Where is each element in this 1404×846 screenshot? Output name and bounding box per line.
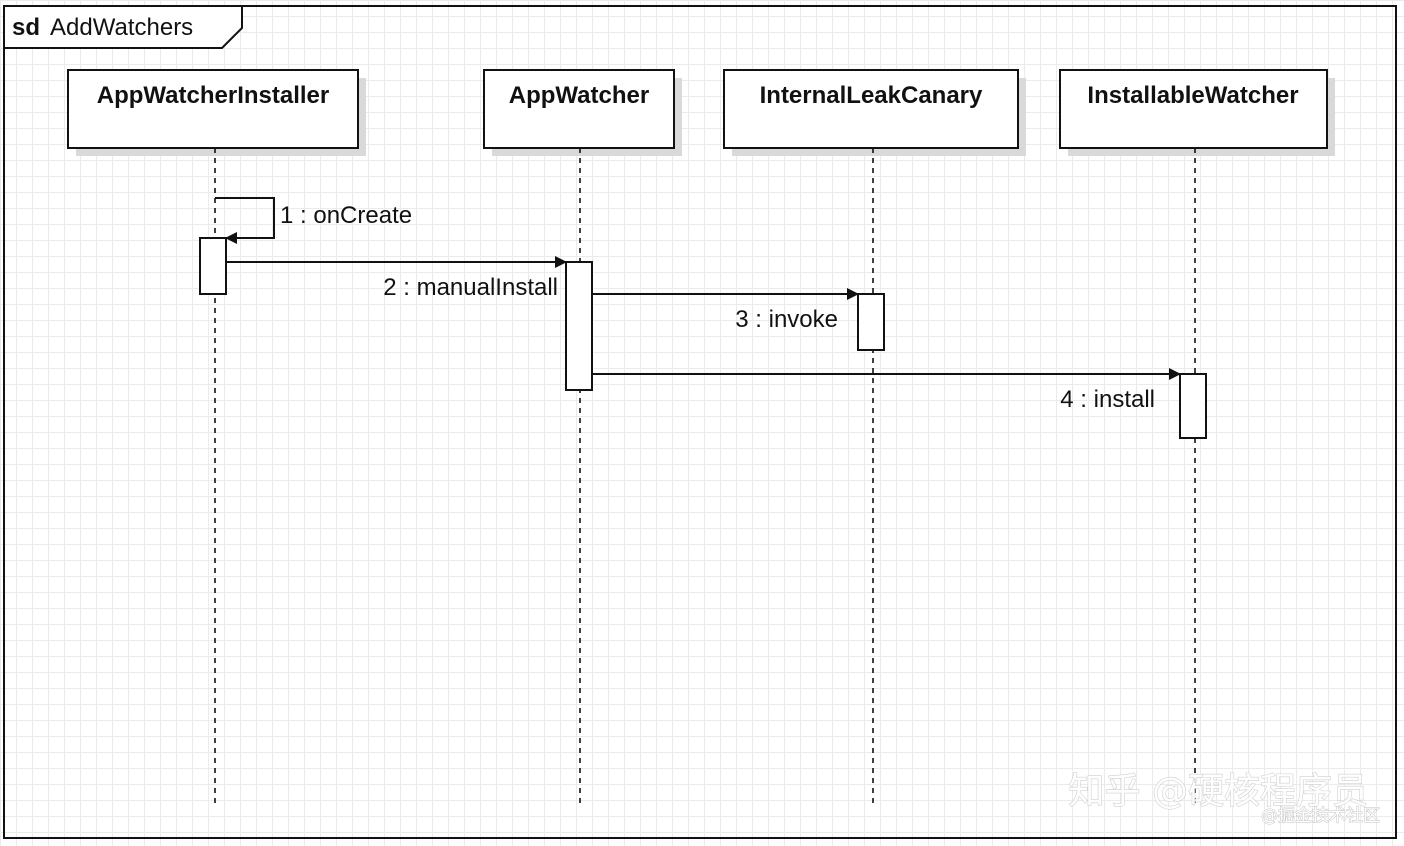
message-label: 3 : invoke [735,306,838,333]
participant-internalleakcanary[interactable]: InternalLeakCanary [723,69,1026,805]
watermark-main: 知乎 @硬核程序员 [1069,771,1368,812]
frame-title-tab [3,5,243,49]
message-4-install[interactable]: 4 : install [592,368,1181,413]
message-label: 4 : install [1060,386,1155,413]
participant-box [67,69,359,149]
participant-box [723,69,1019,149]
participant-installablewatcher[interactable]: InstallableWatcher [1059,69,1335,805]
frame-border [3,5,1397,839]
participant-appwatcherinstaller[interactable]: AppWatcherInstaller [67,69,366,805]
participant-label: InstallableWatcher [1087,82,1298,109]
activation-bar-internalleakcanary [857,293,885,351]
frame-title: sd AddWatchers [12,14,193,41]
participant-box [1059,69,1328,149]
message-1-oncreate[interactable]: 1 : onCreate [215,197,412,244]
frame-keyword: sd [12,14,40,41]
message-label: 1 : onCreate [280,202,412,229]
watermark-sub: @掘金技术社区 [1261,806,1380,826]
activation-bar-installablewatcher [1179,373,1207,439]
participant-appwatcher[interactable]: AppWatcher [483,69,682,805]
activation-bar-appwatcher [565,261,593,391]
message-arrow [215,197,275,244]
message-label: 2 : manualInstall [383,274,558,301]
message-3-invoke[interactable]: 3 : invoke [592,288,859,333]
message-2-manualinstall[interactable]: 2 : manualInstall [226,256,567,301]
participant-label: AppWatcherInstaller [97,82,330,109]
participant-box [483,69,675,149]
frame-name: AddWatchers [50,14,193,41]
participant-label: AppWatcher [509,82,649,109]
activation-bar-appwatcherinstaller [199,237,227,295]
participant-label: InternalLeakCanary [760,82,983,109]
